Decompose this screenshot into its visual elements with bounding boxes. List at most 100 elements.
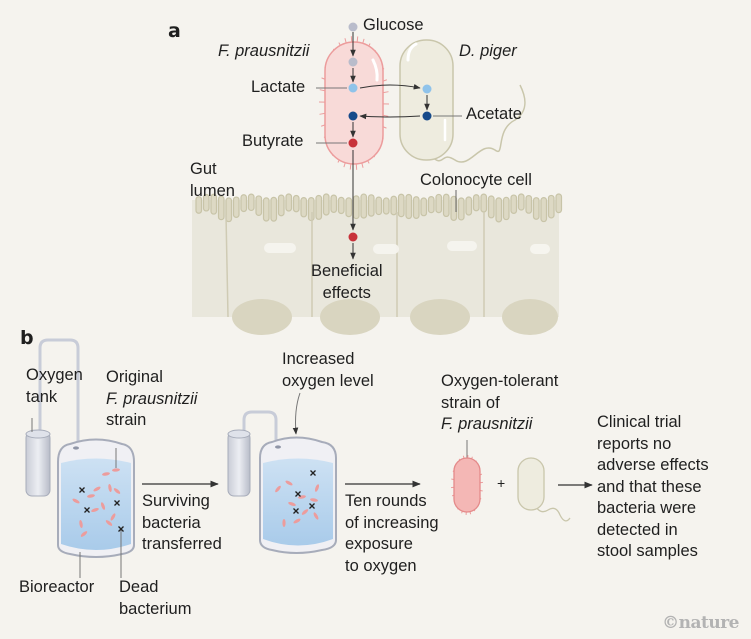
- microvillus: [487, 195, 495, 219]
- original-strain-label: Original F. prausnitzii strain: [106, 368, 198, 429]
- microvillus: [277, 194, 285, 217]
- ten-rounds-label: Ten rounds of increasing exposure to oxy…: [345, 492, 439, 575]
- microvillus: [255, 195, 263, 217]
- microvillus: [225, 197, 233, 223]
- microvillus: [412, 196, 420, 219]
- microvillus: [232, 196, 240, 218]
- bacterium: [105, 520, 113, 526]
- bacterium: [93, 486, 101, 492]
- dead-bacterium-mark: [310, 470, 316, 476]
- microvillus: [517, 193, 525, 211]
- dead-bacterium-label: Dead bacterium: [119, 578, 192, 618]
- microvillus: [195, 196, 203, 214]
- microvillus: [247, 193, 255, 212]
- microvillus: [435, 193, 443, 214]
- f-prausnitzii-cell: [318, 36, 390, 170]
- bacterium: [314, 484, 320, 492]
- microvillus: [457, 197, 465, 221]
- acetate-molecule: [348, 111, 358, 121]
- dead-bacterium-mark: [295, 491, 301, 497]
- bacterium: [79, 520, 83, 528]
- microvillus: [360, 193, 368, 219]
- bacterium: [275, 485, 281, 493]
- bacterium: [293, 518, 301, 524]
- dead-bacterium-mark: [84, 507, 90, 513]
- colonocyte-epithelium: [192, 190, 563, 335]
- microvillus: [345, 197, 353, 218]
- acetate-label: Acetate: [466, 105, 522, 123]
- dead-bacterium-mark: [79, 487, 85, 493]
- microvillus: [330, 194, 338, 213]
- microvillus: [495, 197, 503, 223]
- oxygen-tank-label: Oxygen tank: [26, 366, 83, 406]
- clinical-trial-label: Clinical trial reports no adverse effect…: [597, 413, 709, 560]
- bacterium: [110, 513, 116, 521]
- lactate-label: Lactate: [251, 78, 306, 96]
- oxygen-tank-2: [227, 410, 278, 497]
- microvillus: [502, 196, 510, 221]
- glucose-molecule: [348, 22, 358, 32]
- bacterium: [310, 498, 318, 502]
- microvillus: [405, 193, 413, 220]
- microvillus: [375, 196, 383, 216]
- microvillus: [210, 193, 218, 215]
- bacterium: [72, 498, 80, 504]
- microvillus: [337, 196, 345, 215]
- microvillus: [352, 195, 360, 220]
- microvillus: [390, 195, 398, 216]
- microvillus: [442, 193, 450, 218]
- metabolic-pathway: [316, 32, 462, 260]
- gut-lumen-label: Gut lumen: [190, 160, 235, 200]
- panel-a-label: a: [168, 20, 181, 42]
- microvillus: [285, 193, 293, 212]
- microvillus: [315, 194, 323, 220]
- microvillus: [300, 197, 308, 218]
- microvillus: [382, 197, 390, 215]
- microvillus: [427, 196, 435, 214]
- microvillus: [532, 197, 540, 220]
- bacterium: [80, 531, 88, 537]
- microvillus: [555, 193, 563, 214]
- bacterium: [285, 480, 293, 486]
- bacterium: [100, 502, 106, 510]
- microvillus: [270, 196, 278, 222]
- butyrate-molecule-colonocyte: [348, 232, 358, 242]
- microvillus: [240, 194, 248, 213]
- bacterium: [113, 488, 121, 494]
- bacterium: [313, 512, 319, 520]
- bioreactor-label: Bioreactor: [19, 578, 95, 596]
- lactate-molecule: [348, 83, 358, 93]
- microvillus: [217, 195, 225, 221]
- microvillus: [322, 193, 330, 216]
- microvillus: [472, 194, 480, 212]
- microvillus: [292, 194, 300, 213]
- f-prausnitzii-label: F. prausnitzii: [218, 42, 310, 60]
- pilus: [349, 163, 352, 170]
- bacterium: [112, 468, 120, 472]
- butyrate-molecule: [348, 138, 358, 148]
- dead-bacterium-mark: [309, 503, 315, 509]
- microvillus: [525, 194, 533, 214]
- bacterium: [282, 519, 286, 527]
- colonocyte-cell-label: Colonocyte cell: [420, 171, 532, 189]
- bacterium: [108, 484, 112, 492]
- dead-bacterium-mark: [114, 500, 120, 506]
- microvillus: [262, 197, 270, 222]
- oxygen-tank-1: [25, 338, 80, 497]
- microvillus: [367, 194, 375, 217]
- bacterium: [87, 494, 95, 498]
- increased-oxygen-label: Increased oxygen level: [282, 350, 374, 390]
- microvillus: [540, 196, 548, 223]
- panel-b-label: b: [20, 327, 34, 349]
- butyrate-label: Butyrate: [242, 132, 304, 150]
- microvillus: [547, 194, 555, 219]
- dead-bacterium-mark: [118, 526, 124, 532]
- bioreactor-2: [259, 392, 337, 554]
- bacterium: [102, 472, 110, 476]
- microvillus: [202, 193, 210, 212]
- bacterium: [288, 501, 296, 507]
- microvillus: [510, 194, 518, 214]
- glucose-molecule-inside: [348, 57, 358, 67]
- glucose-label: Glucose: [363, 16, 424, 34]
